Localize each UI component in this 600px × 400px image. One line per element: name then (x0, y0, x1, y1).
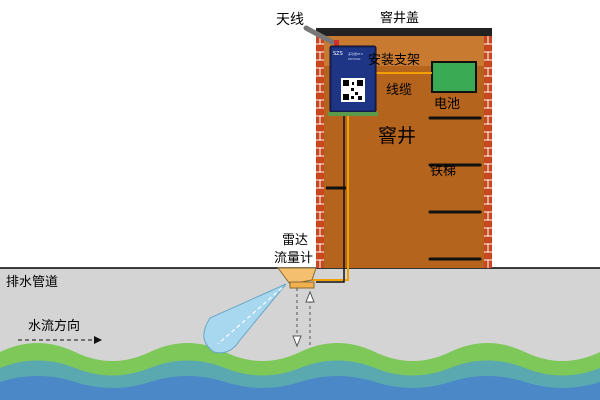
flow-direction-arrow (18, 336, 102, 344)
label-radar-line1: 雷达 (282, 233, 308, 248)
battery (431, 61, 477, 93)
label-drain-pipe: 排水管道 (6, 275, 58, 290)
radar-flowmeter (277, 267, 317, 289)
radar-beam (203, 283, 287, 354)
device-model-code: PW3000 (348, 57, 361, 61)
terminal-block (328, 112, 378, 116)
antenna (303, 25, 335, 45)
manhole-cover (316, 28, 492, 36)
label-radar-line2: 流量计 (274, 251, 313, 266)
label-antenna: 天线 (276, 12, 304, 28)
device-model-text: 多功能RTU (348, 51, 363, 56)
antenna-connector (334, 40, 339, 46)
label-cable: 线缆 (386, 82, 412, 98)
cable-sheath (316, 112, 345, 283)
rtu-device (328, 45, 378, 116)
label-ladder: 铁梯 (430, 164, 456, 179)
label-battery: 电池 (434, 97, 460, 112)
label-flow-direction: 水流方向 (28, 318, 80, 334)
cable (312, 72, 432, 281)
device-brand: SZS (333, 51, 343, 57)
label-well: 窨井 (378, 125, 416, 147)
right-brick-wall (484, 36, 492, 268)
iron-ladder (428, 116, 482, 261)
label-mount-bracket: 安装支架 (368, 53, 420, 68)
water-wave-bottom (0, 376, 600, 400)
label-manhole-cover: 窨井盖 (380, 10, 419, 26)
left-brick-wall (316, 36, 324, 268)
level-measure-arrows (292, 288, 315, 348)
